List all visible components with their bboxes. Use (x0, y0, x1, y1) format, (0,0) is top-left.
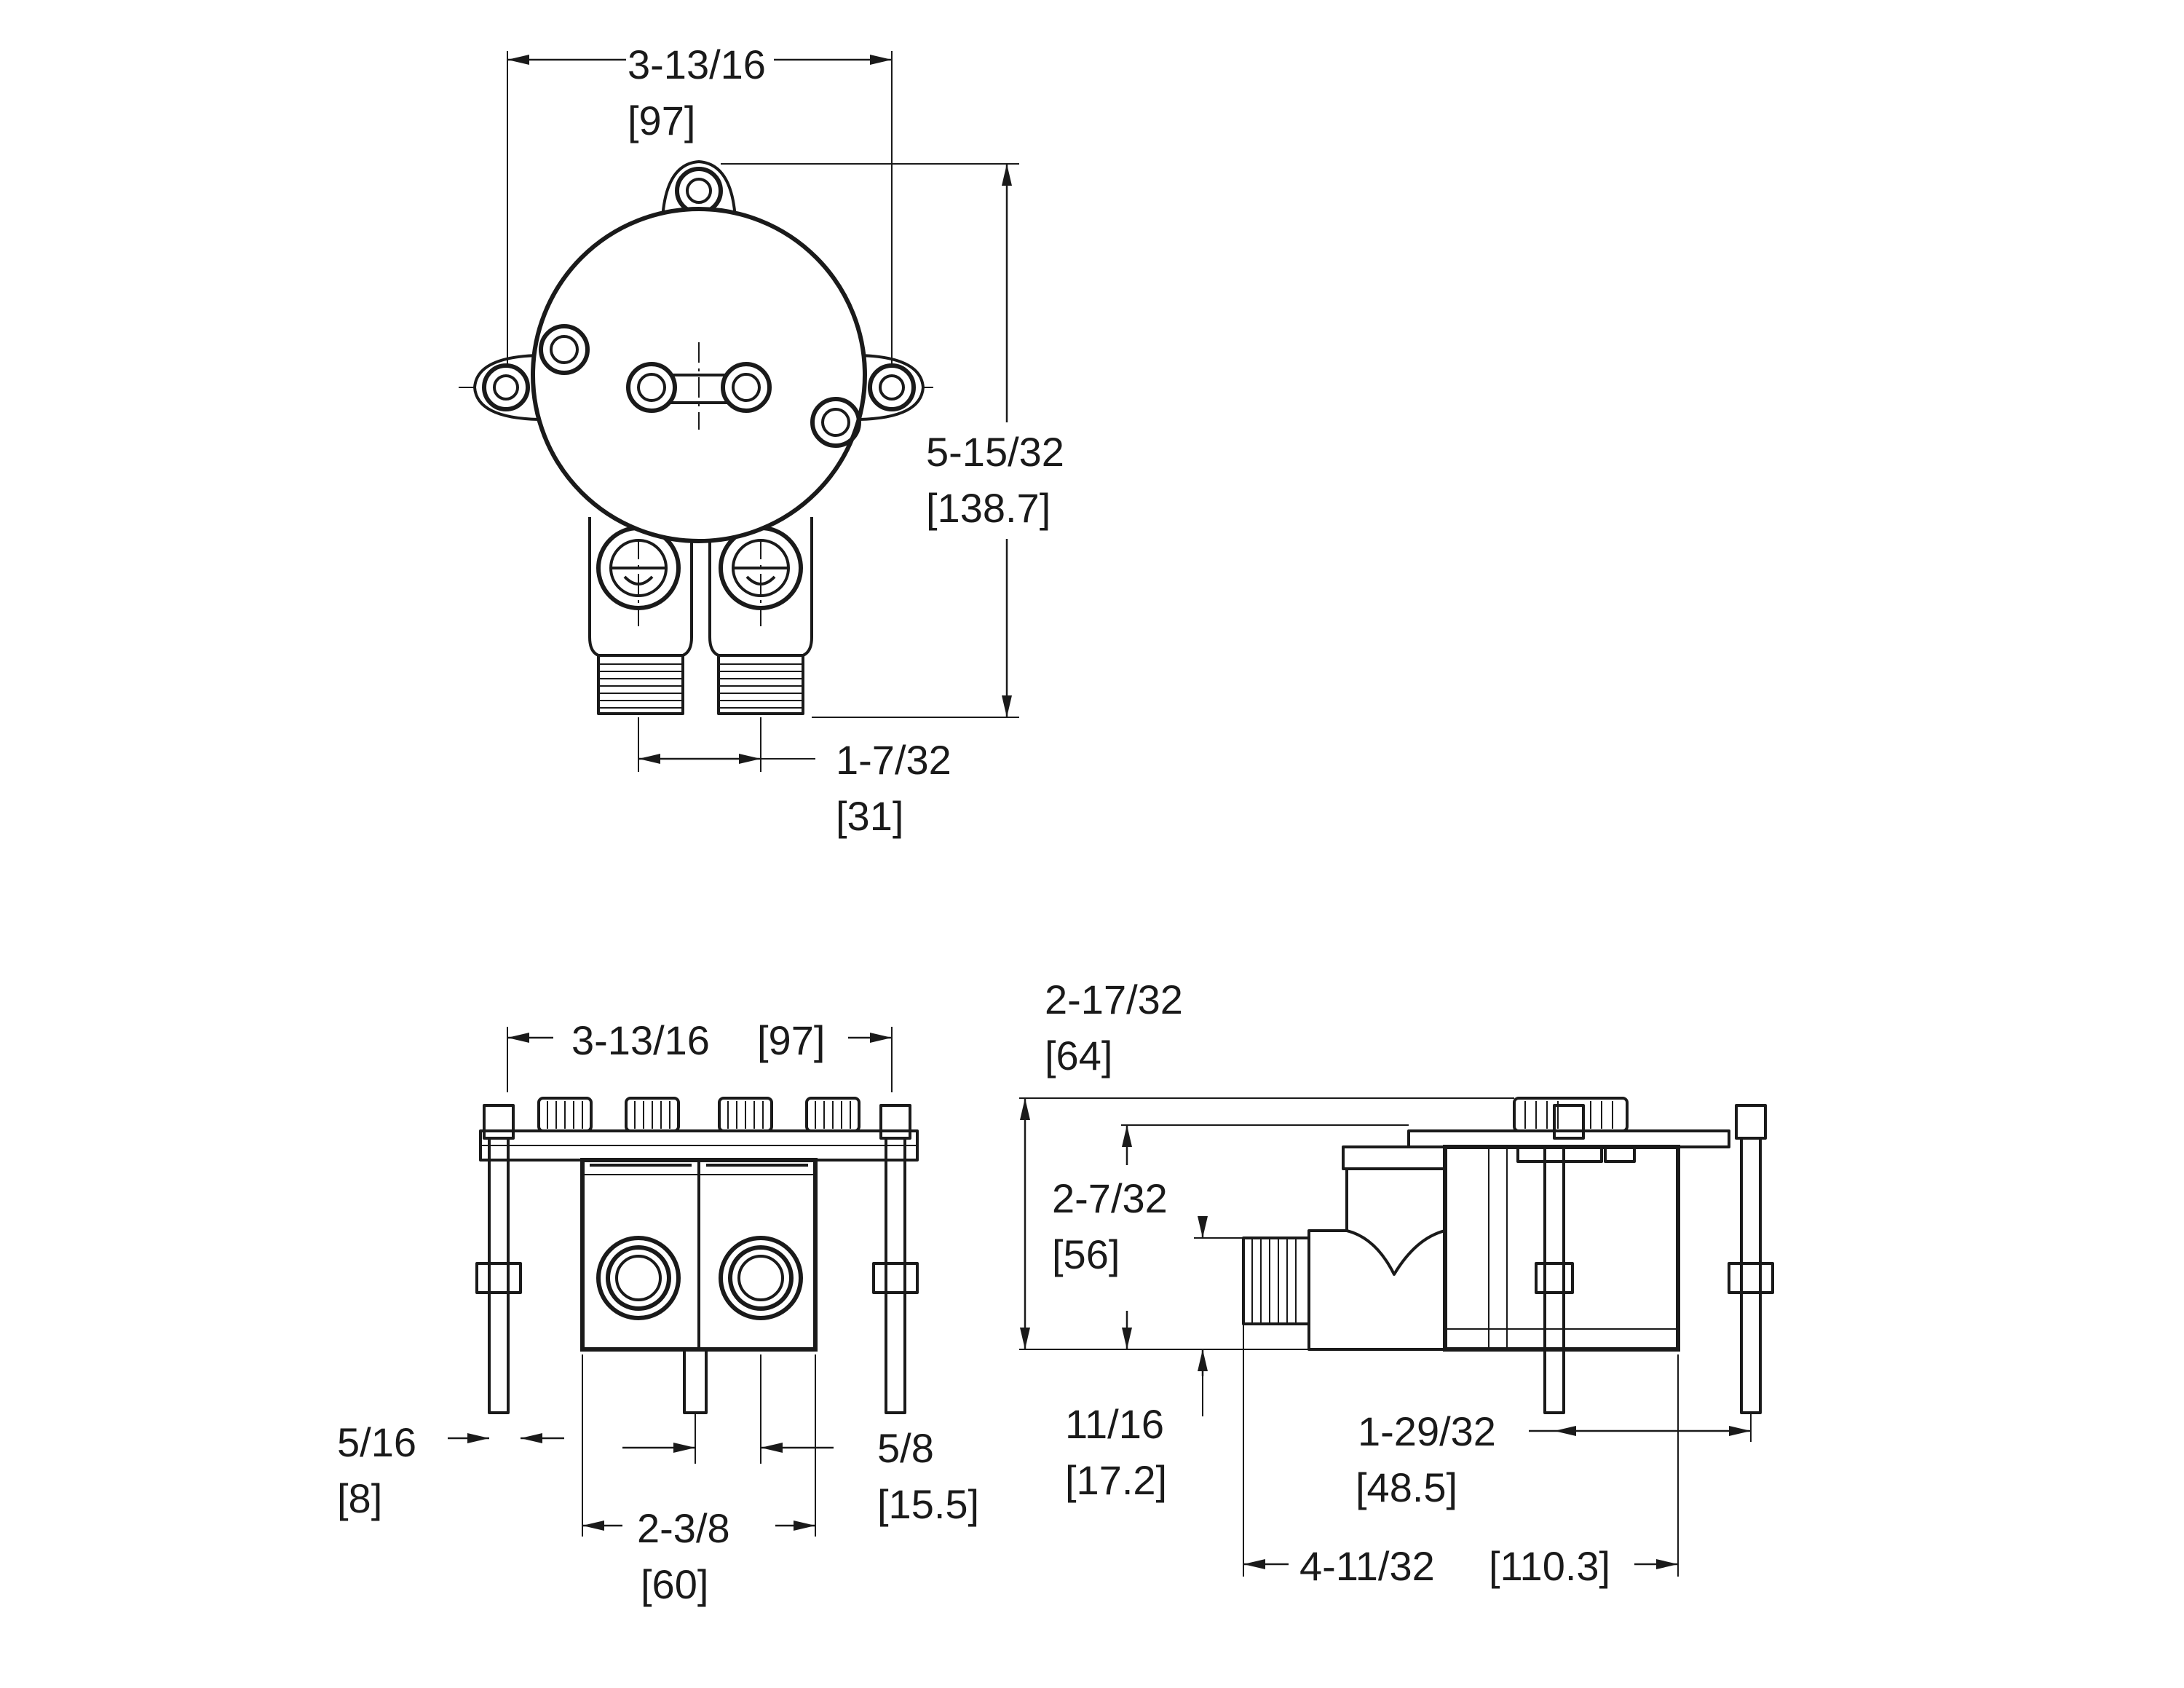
front-view: 3-13/16 [97] 5/16 [8] 5/8 [15.5] 2-3/8 [… (337, 1017, 979, 1607)
dim-front-stud-frac: 5/16 (337, 1419, 416, 1465)
front-studs (475, 1104, 919, 1414)
top-ear-right (858, 353, 925, 422)
dim-side-body-height-frac: 2-7/32 (1052, 1175, 1168, 1221)
dim-front-offset-mm: [15.5] (877, 1481, 979, 1527)
top-outlet-left (588, 517, 693, 715)
dim-side-total-height-frac: 2-17/32 (1045, 977, 1183, 1022)
dim-top-width-frac: 3-13/16 (628, 42, 766, 87)
dim-front-width-mm: [97] (757, 1017, 825, 1063)
dim-front-body-mm: [60] (641, 1561, 708, 1607)
top-screws (539, 324, 861, 448)
dim-front-offset-frac: 5/8 (877, 1425, 934, 1471)
dim-side-outlet-mm: [17.2] (1065, 1457, 1167, 1503)
top-ear-left (472, 353, 540, 422)
dim-top-height-frac: 5-15/32 (926, 429, 1064, 475)
front-outlets (596, 1236, 803, 1320)
dim-side-stud-frac: 1-29/32 (1358, 1408, 1496, 1454)
dim-front-stud-mm: [8] (337, 1475, 382, 1521)
dim-front-body-frac: 2-3/8 (637, 1505, 730, 1551)
top-outlet-right (708, 517, 813, 715)
side-elbow (1242, 1145, 1447, 1351)
dim-side-outlet-frac: 11/16 (1065, 1401, 1164, 1447)
dim-front-width-frac: 3-13/16 (571, 1017, 710, 1063)
dim-top-outlet-frac: 1-7/32 (836, 737, 951, 783)
dim-side-body-height-mm: [56] (1052, 1231, 1120, 1277)
front-knobs (537, 1097, 860, 1132)
dim-side-total-height-mm: [64] (1045, 1033, 1112, 1078)
dim-top-height-mm: [138.7] (926, 485, 1051, 531)
side-housing (1443, 1145, 1680, 1352)
dim-top-outlet-mm: [31] (836, 793, 903, 839)
dim-side-stud-mm: [48.5] (1356, 1464, 1457, 1510)
dim-top-width-mm: [97] (628, 98, 695, 143)
dim-side-depth-frac: 4-11/32 (1299, 1543, 1435, 1589)
side-view: 2-17/32 [64] 2-7/32 [56] 11/16 [17.2] 1-… (1019, 977, 1774, 1589)
side-studs (1535, 1104, 1774, 1414)
top-view: 3-13/16 [97] 5-15/32 [138.7] 1-7/32 [31] (459, 42, 1064, 839)
dim-side-depth-mm: [110.3] (1489, 1543, 1610, 1589)
